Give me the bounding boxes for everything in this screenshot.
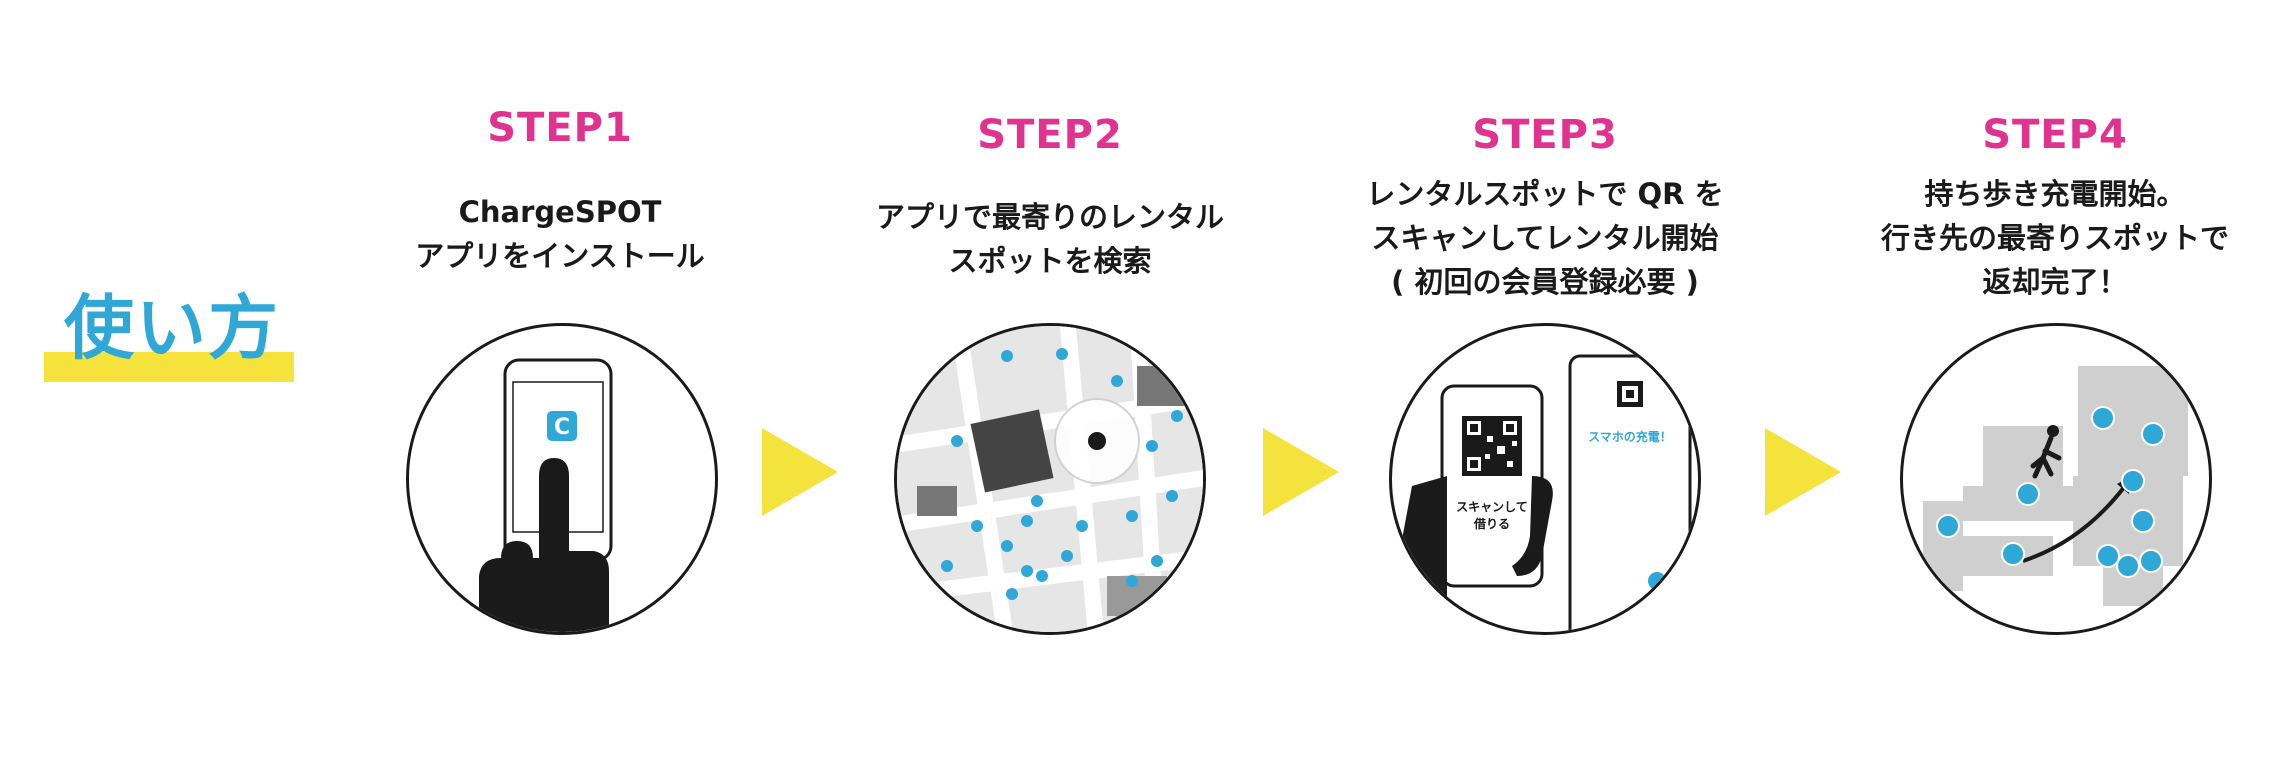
rental-station (1568, 354, 1692, 632)
holding-hand-right (1512, 476, 1553, 576)
step-arrow-1 (762, 428, 838, 516)
pointing-hand (479, 458, 609, 632)
step2-description: アプリで最寄りのレンタル スポットを検索 (876, 195, 1224, 283)
step4-desc-line: 行き先の最寄りスポットで (1880, 221, 2230, 255)
phone-install-illustration: C (479, 358, 613, 632)
current-location-dot (1088, 432, 1106, 450)
holding-hand-left (1392, 476, 1447, 632)
step-arrow-3 (1765, 428, 1841, 516)
station-poster-text: スマホの充電！ (1588, 429, 1672, 444)
step1-description: ChargeSPOT アプリをインストール (415, 190, 704, 278)
step2-illustration (894, 323, 1206, 635)
step1-title: STEP1 (487, 105, 633, 151)
how-to-use-heading: 使い方 (44, 285, 294, 385)
qr-scan-illustration: スマホの充電！ スキャンして 借りる (1392, 354, 1692, 632)
step4-desc-line: 持ち歩き充電開始。 (1924, 177, 2186, 211)
step1-desc-line: アプリをインストール (415, 239, 705, 273)
step3-description: レンタルスポットで QR を スキャンしてレンタル開始 ( 初回の会員登録必要 … (1366, 172, 1723, 304)
spot-pins (941, 348, 1183, 600)
step1-desc-line: ChargeSPOT (458, 195, 662, 229)
walking-person-icon (2030, 425, 2062, 479)
step4-title: STEP4 (1982, 112, 2128, 158)
step2-desc-line: アプリで最寄りのレンタル (875, 200, 1225, 234)
step2-desc-line: スポットを検索 (948, 244, 1152, 278)
step3-title: STEP3 (1472, 112, 1618, 158)
step3-desc-line: スキャンしてレンタル開始 (1371, 221, 1719, 255)
svg-text:C: C (554, 415, 570, 440)
step4-description: 持ち歩き充電開始。 行き先の最寄りスポットで 返却完了！ (1881, 172, 2229, 304)
step2-title: STEP2 (977, 112, 1123, 158)
step3-desc-line: ( 初回の会員登録必要 ) (1391, 265, 1699, 299)
phone-scan-label: スキャンして (1456, 500, 1528, 514)
map-search-illustration (897, 326, 1203, 632)
step4-illustration (1900, 323, 2212, 635)
step3-desc-line: レンタルスポットで QR を (1366, 177, 1724, 211)
heading-highlight-bar (44, 352, 294, 382)
heading-text: 使い方 (64, 287, 280, 369)
step-arrow-2 (1263, 428, 1339, 516)
phone-rent-label: 借りる (1473, 516, 1510, 531)
step3-illustration: スマホの充電！ スキャンして 借りる (1389, 323, 1701, 635)
spot-markers (1936, 406, 2165, 578)
step4-desc-line: 返却完了！ (1982, 265, 2128, 299)
return-route-illustration (1923, 366, 2188, 606)
chargespot-app-icon (547, 411, 577, 441)
step1-illustration: C (406, 323, 718, 635)
